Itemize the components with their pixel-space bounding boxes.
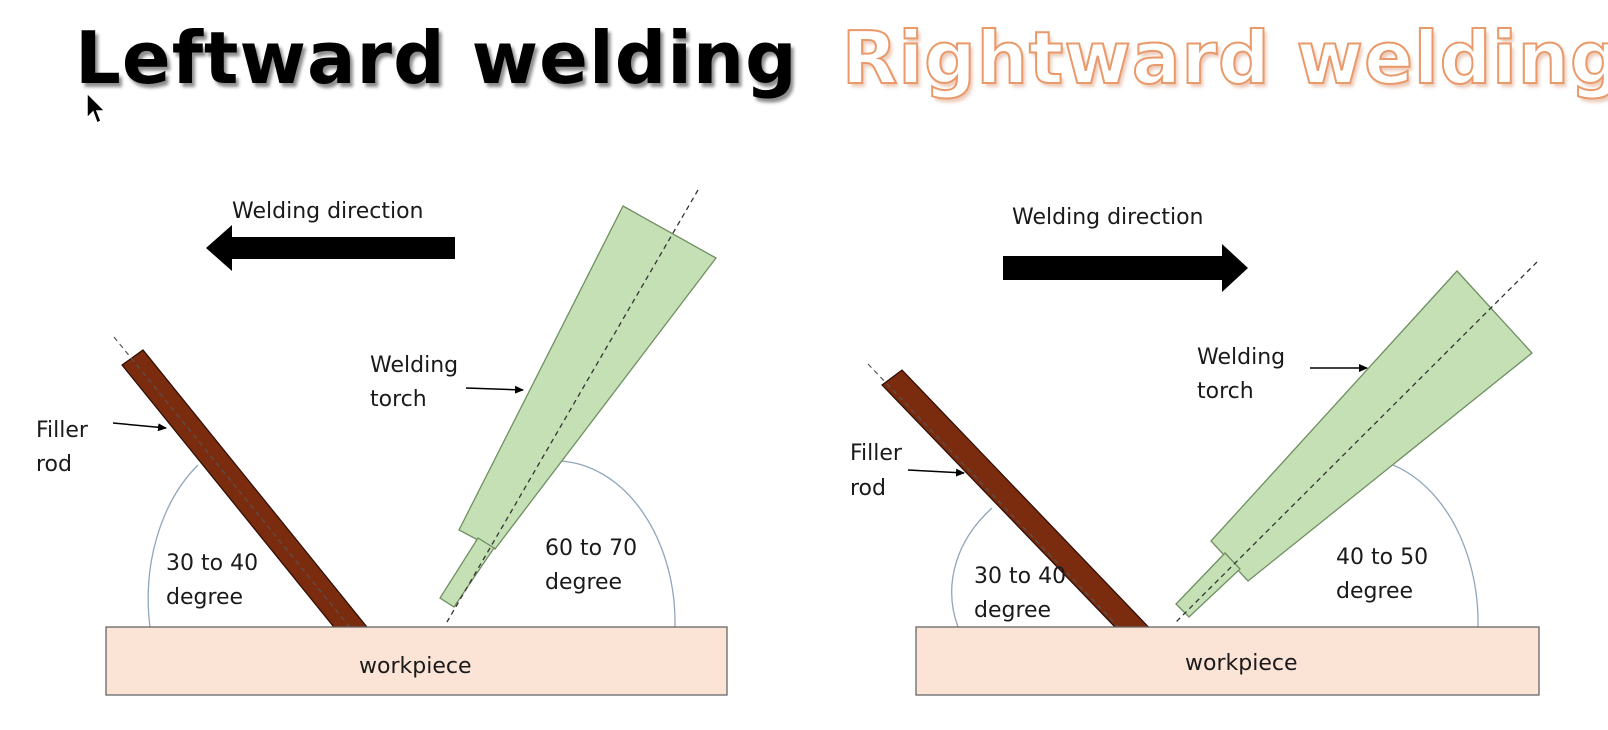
leftward-panel: Welding direction workpiece Filler rod W…: [36, 189, 728, 696]
left-torch-body: [458, 205, 717, 550]
right-rod-angle-line1: 30 to 40: [974, 564, 1066, 589]
right-rod-label-line1: Filler: [850, 441, 903, 466]
arrow-left-icon: [206, 225, 455, 271]
arrow-right-icon: [1003, 244, 1248, 292]
right-workpiece: [915, 626, 1540, 696]
left-rod-pointer: [112, 422, 167, 432]
left-rod-angle-line2: degree: [166, 585, 243, 610]
left-torch-angle-arc: [559, 460, 676, 628]
right-torch-angle-line1: 40 to 50: [1336, 545, 1428, 570]
left-rod-label-line2: rod: [36, 452, 72, 477]
leftward-title: Leftward welding: [75, 16, 798, 100]
right-torch-angle-line2: degree: [1336, 579, 1413, 604]
right-torch-nozzle: [1175, 552, 1241, 618]
left-torch-axis: [446, 189, 699, 623]
cursor-icon: [86, 92, 107, 125]
left-rod-angle-line1: 30 to 40: [166, 551, 258, 576]
left-torch-angle-line2: degree: [545, 570, 622, 595]
right-rod-label-line2: rod: [850, 476, 886, 501]
left-direction-label: Welding direction: [232, 199, 424, 224]
left-filler-rod: [121, 349, 372, 648]
left-torch-angle-line1: 60 to 70: [545, 536, 637, 561]
left-workpiece-label: workpiece: [359, 654, 471, 679]
right-rod-angle-line2: degree: [974, 598, 1051, 623]
left-torch-pointer: [465, 385, 524, 394]
right-torch-body: [1210, 270, 1533, 582]
left-torch-nozzle: [439, 537, 495, 608]
left-workpiece: [105, 626, 728, 696]
right-torch-label-line1: Welding: [1197, 345, 1285, 370]
right-direction-label: Welding direction: [1012, 205, 1204, 230]
right-torch-axis: [1175, 261, 1538, 623]
left-torch-label-line1: Welding: [370, 353, 458, 378]
right-rod-pointer: [907, 468, 965, 477]
rightward-panel: Welding direction workpiece Filler rod W…: [850, 205, 1540, 696]
right-workpiece-label: workpiece: [1185, 651, 1297, 676]
left-rod-label-line1: Filler: [36, 418, 89, 443]
right-torch-label-line2: torch: [1197, 379, 1254, 404]
left-torch-label-line2: torch: [370, 387, 427, 412]
rightward-title: Rightward welding: [841, 16, 1608, 100]
right-rod-angle-arc: [951, 507, 993, 628]
left-rod-angle-arc: [147, 464, 199, 628]
left-rod-axis: [113, 336, 362, 642]
